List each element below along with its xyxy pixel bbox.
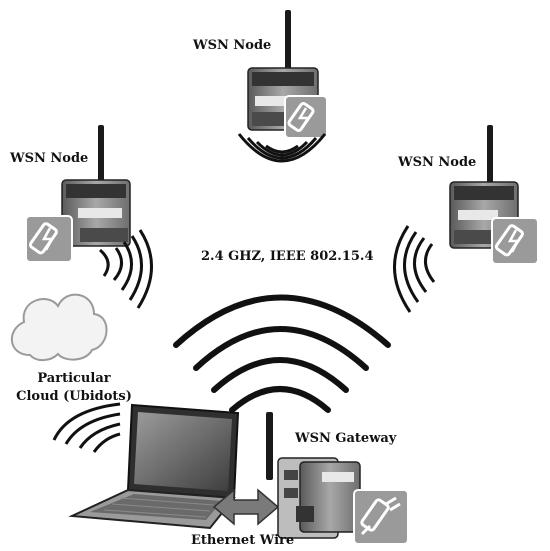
plug-badge-icon [353, 489, 409, 545]
device-logo-strip [78, 208, 122, 218]
radio-waves-top [237, 133, 327, 163]
cloud-label-line1: Particular [37, 371, 111, 386]
radio-waves-left [98, 229, 153, 309]
wsn-gateway [266, 412, 409, 545]
device-base [80, 228, 128, 242]
wsn-node-right-label: WSN Node [398, 155, 477, 170]
ethernet-port-icon [296, 506, 314, 522]
battery-badge-icon [25, 215, 73, 263]
radio-waves-right [393, 225, 436, 313]
link-frequency-label: 2.4 GHZ, IEEE 802.15.4 [201, 249, 374, 264]
wsn-node-right [449, 125, 539, 265]
device-logo-strip [322, 472, 354, 482]
laptop-icon [68, 403, 240, 530]
antenna-icon [487, 125, 493, 187]
cloud-icon [10, 293, 108, 362]
battery-badge-icon [284, 95, 328, 139]
wsn-node-left [25, 125, 131, 263]
wsn-gateway-label: WSN Gateway [295, 431, 397, 446]
wsn-node-top [247, 10, 328, 139]
ethernet-wire-label: Ethernet Wire [191, 533, 295, 548]
wsn-node-left-label: WSN Node [10, 151, 89, 166]
device-logo-strip [458, 210, 498, 220]
gateway-port [284, 470, 298, 480]
device-top-cap [252, 72, 314, 86]
gateway-port [284, 488, 298, 498]
antenna-icon [266, 412, 273, 480]
wsn-node-top-label: WSN Node [193, 38, 272, 53]
device-top-cap [454, 186, 514, 200]
radio-waves-gateway [173, 294, 391, 413]
cloud-label-line2: Cloud (Ubidots) [16, 389, 132, 404]
device-top-cap [66, 184, 126, 198]
antenna-icon [98, 125, 104, 187]
device-base [454, 230, 500, 244]
device-logo-strip [255, 96, 293, 106]
radio-waves-laptop [52, 402, 121, 453]
antenna-icon [285, 10, 291, 72]
battery-badge-icon [491, 217, 539, 265]
